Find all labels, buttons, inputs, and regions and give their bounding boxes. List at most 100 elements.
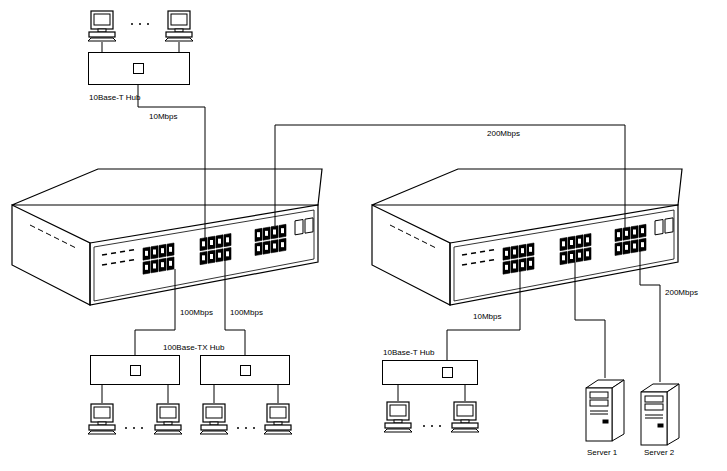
rj45-port — [527, 243, 534, 256]
rj45-port — [159, 258, 166, 271]
port-opening — [641, 242, 644, 247]
vent-mark — [30, 225, 35, 228]
server-box: Server 2 — [640, 382, 680, 446]
rj45-port — [208, 250, 215, 263]
rj45-port — [151, 260, 158, 273]
hub-port — [240, 365, 251, 376]
port-opening — [562, 241, 565, 246]
switch-bezel — [454, 210, 674, 301]
front-line — [590, 411, 608, 412]
led-mark — [480, 260, 485, 262]
port-opening — [529, 247, 532, 252]
vent-mark — [70, 245, 75, 248]
port-opening — [226, 251, 229, 256]
vent-mark — [62, 241, 67, 244]
pc-icon — [200, 404, 228, 434]
rj45-port — [560, 252, 567, 265]
port-opening — [562, 255, 565, 260]
port-opening — [570, 240, 573, 245]
port-opening — [169, 247, 172, 252]
port-opening — [521, 262, 524, 267]
rj45-port — [568, 236, 575, 249]
rj45-port — [584, 248, 591, 261]
network-cable — [138, 85, 205, 238]
port-opening — [513, 250, 516, 255]
hub-box: 10Base-T Hub — [382, 360, 478, 385]
port-opening — [202, 241, 205, 246]
port-opening — [617, 232, 620, 237]
pc-wire — [398, 385, 399, 401]
device-label: 10Base-T Hub — [89, 93, 140, 103]
rj45-port — [615, 242, 622, 255]
uplink-slot — [305, 218, 313, 233]
network-cable — [447, 271, 520, 360]
network-cable — [275, 125, 625, 228]
port-opening — [625, 231, 628, 236]
server-side — [612, 380, 624, 441]
rj45-port — [639, 238, 646, 251]
port-opening — [641, 228, 644, 233]
pc-icon — [264, 404, 292, 434]
rj45-port — [568, 250, 575, 263]
hub-port — [442, 367, 453, 378]
switch-side — [12, 205, 90, 305]
port-opening — [202, 255, 205, 260]
rj45-port — [511, 246, 518, 259]
rj45-port — [631, 226, 638, 239]
pc-wire — [278, 385, 279, 403]
led-mark — [129, 249, 134, 251]
port-opening — [586, 251, 589, 256]
port-opening — [265, 245, 268, 250]
port-opening — [529, 261, 532, 266]
rj45-port — [519, 258, 526, 271]
led-mark — [120, 260, 125, 262]
switch-drawing — [370, 165, 688, 310]
switch-box — [370, 165, 688, 310]
rj45-port — [519, 244, 526, 257]
front-line — [645, 418, 663, 419]
rj45-port — [279, 238, 286, 251]
rj45-port — [143, 261, 150, 274]
power-led — [658, 424, 663, 427]
switch-bezel — [94, 210, 314, 301]
rj45-port — [576, 249, 583, 262]
device-label: Server 1 — [587, 448, 617, 458]
port-opening — [218, 239, 221, 244]
server-drawing — [640, 382, 680, 446]
rj45-port — [216, 249, 223, 262]
rj45-port — [623, 241, 630, 254]
port-opening — [578, 239, 581, 244]
hub-port — [133, 63, 144, 74]
port-opening — [161, 262, 164, 267]
port-opening — [617, 246, 620, 251]
port-opening — [578, 253, 581, 258]
vent-mark — [54, 237, 59, 240]
led-mark — [462, 263, 467, 265]
rj45-port — [224, 248, 231, 261]
rj45-port — [511, 260, 518, 273]
pc-wire — [102, 42, 103, 52]
hub-box: 10Base-T Hub — [88, 52, 190, 85]
drive-bay — [645, 404, 663, 410]
rj45-port — [159, 244, 166, 257]
pc-wires — [102, 42, 465, 403]
drive-bay — [590, 400, 608, 406]
pc-icon — [384, 402, 412, 432]
rj45-port — [216, 235, 223, 248]
server-drawing — [585, 378, 625, 442]
port-opening — [273, 244, 276, 249]
rj45-port — [167, 257, 174, 270]
rj45-port — [503, 261, 510, 274]
network-cable — [225, 257, 245, 355]
vent-mark — [38, 229, 43, 232]
pc-wire — [179, 42, 180, 52]
vent-mark — [422, 241, 427, 244]
switch-front — [450, 205, 678, 305]
rj45-port — [615, 228, 622, 241]
dot — [253, 427, 255, 429]
dot — [423, 425, 425, 427]
led-mark — [462, 253, 467, 255]
led-mark — [471, 262, 476, 264]
pc-icon — [451, 402, 479, 432]
led-mark — [489, 259, 494, 261]
